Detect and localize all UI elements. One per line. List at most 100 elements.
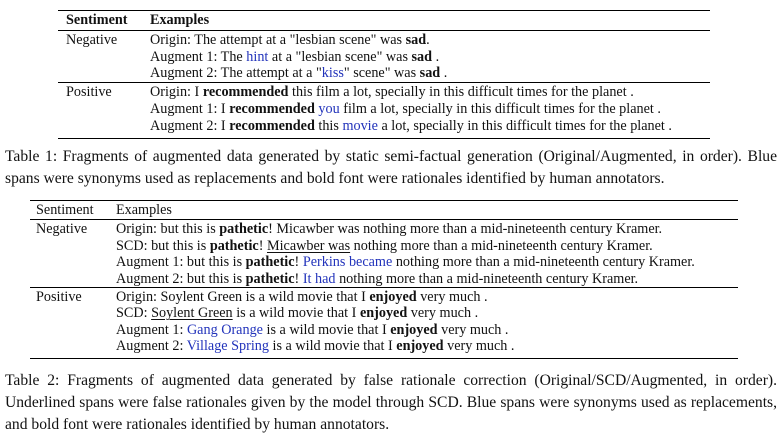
example-cell: Augment 1: Gang Orange is a wild movie t… [116,322,738,338]
example-cell: Origin: Soylent Green is a wild movie th… [116,287,738,306]
text-span: ! [294,270,303,287]
rationale-span: sad [419,65,441,82]
text-span: is a wild movie that I [262,321,391,338]
text-span: film a lot, specially in this difficult … [339,100,661,117]
sentiment-cell: Positive [58,82,150,101]
table-2-header-sentiment: Sentiment [30,199,116,221]
rationale-span: recommended [229,100,315,117]
example-cell: Augment 2: but this is pathetic! It had … [116,271,738,288]
sentiment-cell: Negative [30,219,116,238]
table-row: Augment 1: The hint at a "lesbian scene"… [58,49,710,66]
sentiment-cell [30,305,116,321]
false-rationale-span: Soylent Green [151,305,233,322]
text-span: nothing more than a mid-nineteenth centu… [350,237,653,254]
table-2-header-examples: Examples [116,199,738,221]
sentiment-cell [30,338,116,359]
text-span: is a wild movie that I [232,305,360,322]
text-span: very much . [416,289,488,306]
rationale-span: enjoyed [396,338,444,355]
rationale-span: pathetic [209,237,259,254]
example-cell: Augment 1: I recommended you film a lot,… [150,101,710,118]
text-span: ! [294,254,303,271]
text-span: this [314,117,343,134]
replacement-span: Village Spring [186,338,269,355]
text-span: Augment 2: The attempt at a " [150,65,322,82]
example-cell: Origin: The attempt at a "lesbian scene"… [150,29,710,49]
table-1-header-examples: Examples [150,10,710,31]
table-1-header-row: Sentiment Examples [58,10,710,31]
text-span: this film a lot, specially in this diffi… [288,84,634,101]
replacement-span: hint [246,48,269,65]
table-row: Augment 2: but this is pathetic! It had … [30,271,738,288]
text-span: Augment 2: I [150,117,230,134]
example-cell: SCD: Soylent Green is a wild movie that … [116,305,738,321]
replacement-span: movie [342,117,378,134]
table-row: Augment 1: but this is pathetic! Perkins… [30,254,738,270]
rationale-span: enjoyed [359,305,408,322]
rationale-span: pathetic [245,254,295,271]
text-span: Origin: Soylent Green is a wild movie th… [116,289,370,306]
sentiment-cell [58,117,150,139]
rationale-span: enjoyed [390,321,438,338]
table-2-header-row: Sentiment Examples [30,199,738,221]
example-cell: Augment 2: I recommended this movie a lo… [150,117,710,139]
sentiment-cell [58,65,150,82]
replacement-span: Gang Orange [186,321,263,338]
sentiment-cell [58,101,150,118]
text-span: a lot, specially in this difficult times… [377,117,672,134]
example-cell: Origin: I recommended this film a lot, s… [150,82,710,101]
table-row: SCD: but this is pathetic! Micawber was … [30,238,738,254]
rationale-span: recommended [202,84,289,101]
rationale-span: recommended [229,117,315,134]
sentiment-cell [30,238,116,254]
text-span: Augment 2: [116,338,187,355]
table-row: Augment 1: Gang Orange is a wild movie t… [30,322,738,338]
text-span: is a wild movie that I [268,338,397,355]
table-2-caption: Table 2: Fragments of augmented data gen… [5,372,777,433]
example-cell: Augment 2: Village Spring is a wild movi… [116,338,738,359]
text-span: SCD: [116,305,152,322]
text-span: Augment 1: but this is [116,254,246,271]
example-cell: Origin: but this is pathetic! Micawber w… [116,219,738,238]
text-span: . [440,65,448,82]
rationale-span: pathetic [219,221,269,238]
table-row: Augment 2: Village Spring is a wild movi… [30,338,738,359]
false-rationale-span: Micawber was [266,237,351,254]
example-cell: SCD: but this is pathetic! Micawber was … [116,238,738,254]
text-span: Augment 1: The [150,48,247,65]
replacement-span: It had [302,270,336,287]
example-cell: Augment 2: The attempt at a "kiss" scene… [150,65,710,82]
table-row: SCD: Soylent Green is a wild movie that … [30,305,738,321]
rationale-span: enjoyed [369,289,417,306]
text-span: nothing more than a mid-nineteenth centu… [392,254,695,271]
table-row: Augment 2: The attempt at a "kiss" scene… [58,65,710,82]
replacement-span: you [318,100,340,117]
text-span: " scene" was [343,65,420,82]
text-span: Origin: I [150,84,203,101]
text-span: nothing more than a mid-nineteenth centu… [335,270,639,287]
text-span: SCD: but this is [116,237,210,254]
text-span: very much . [407,305,479,322]
replacement-span: kiss [321,65,344,82]
sentiment-cell [58,49,150,66]
text-span: at a "lesbian scene" was [268,48,412,65]
rationale-span: pathetic [245,270,295,287]
rationale-span: sad [411,48,433,65]
sentiment-cell [30,322,116,338]
text-span: . [426,31,430,48]
text-span: Origin: The attempt at a "lesbian scene"… [150,31,406,48]
example-cell: Augment 1: The hint at a "lesbian scene"… [150,49,710,66]
text-span: Augment 1: I [150,100,230,117]
text-span: very much . [437,321,509,338]
text-span: very much . [443,338,515,355]
example-cell: Augment 1: but this is pathetic! Perkins… [116,254,738,270]
rationale-span: sad [405,31,427,48]
